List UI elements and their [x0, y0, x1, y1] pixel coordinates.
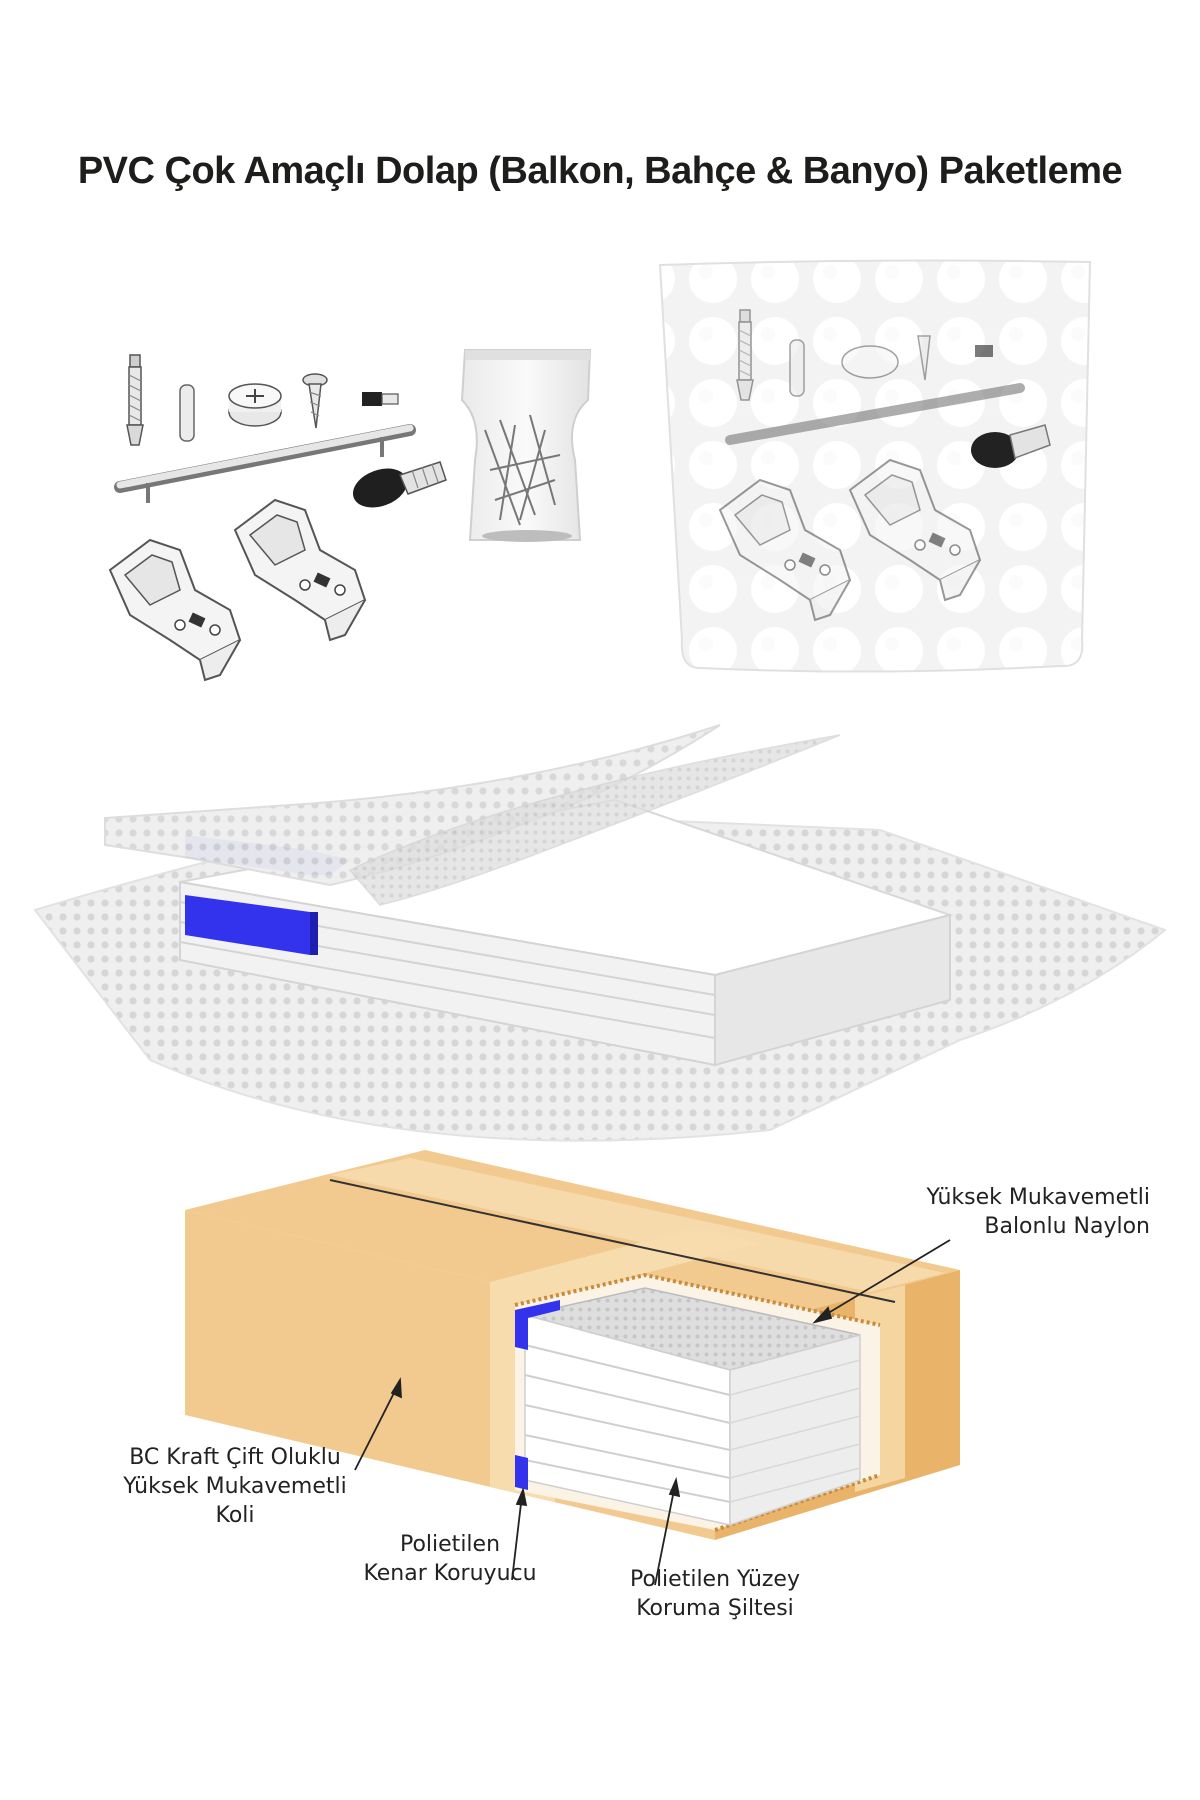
kraft-box-label: BC Kraft Çift Oluklu Yüksek Mukavemetli …: [123, 1445, 347, 1528]
bolt-icon: [126, 354, 144, 446]
wrapped-panels: [33, 724, 1168, 1142]
hardware-parts: [109, 354, 447, 681]
page-title: PVC Çok Amaçlı Dolap (Balkon, Bahçe & Ba…: [77, 150, 1123, 192]
bubble-bag-icon: [658, 259, 1092, 673]
hinge-icon: [109, 539, 241, 681]
edge-protector: [185, 895, 310, 955]
edge-protector: [515, 1300, 560, 1350]
knob-icon: [352, 461, 447, 508]
leader-lines: [354, 1239, 951, 1586]
dowel-icon: [179, 384, 195, 442]
edge-protector-label: Polietilen Kenar Koruyucu: [363, 1532, 537, 1586]
surface-mat-layers: [524, 1344, 731, 1503]
handle-bar-icon: [114, 424, 416, 503]
surface-mat-label: Polietilen Yüzey Koruma Şiltesi: [630, 1567, 800, 1621]
zip-bag-icon: [460, 349, 592, 542]
kraft-box: [185, 1150, 960, 1540]
bubble-wrap-label: Yüksek Mukavemetli Balonlu Naylon: [926, 1185, 1150, 1239]
cam-lock-icon: [228, 383, 282, 427]
screw-icon: [302, 373, 328, 429]
edge-protector: [515, 1455, 528, 1490]
hinge-icon: [234, 499, 366, 641]
shelf-pin-icon: [362, 392, 399, 406]
